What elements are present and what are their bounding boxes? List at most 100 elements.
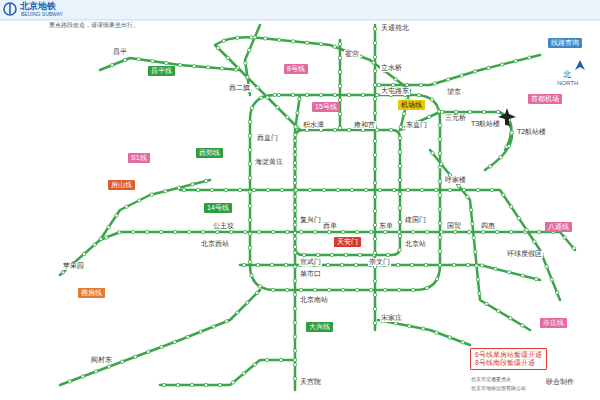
station-dot bbox=[206, 66, 209, 69]
station-dot bbox=[473, 70, 476, 73]
station-dot bbox=[509, 205, 512, 208]
station-name: 西二旗 bbox=[228, 84, 251, 92]
station-dot bbox=[476, 278, 479, 281]
station-dot bbox=[490, 188, 493, 191]
station-dot bbox=[305, 41, 308, 44]
station-dot bbox=[375, 93, 378, 96]
station-dot bbox=[496, 110, 499, 113]
line-10 bbox=[250, 95, 440, 290]
line-badge: 大兴线 bbox=[306, 322, 333, 332]
station-dot bbox=[293, 349, 296, 352]
station-dot bbox=[398, 230, 401, 233]
station-dot bbox=[411, 288, 414, 291]
station-dot bbox=[188, 230, 191, 233]
station-dot bbox=[234, 68, 237, 71]
line-6 bbox=[180, 190, 560, 300]
station-dot bbox=[319, 42, 322, 45]
station-name: 苹果园 bbox=[62, 262, 85, 270]
station-dot bbox=[373, 167, 376, 170]
station-dot bbox=[279, 358, 282, 361]
station-dot bbox=[271, 288, 274, 291]
station-dot bbox=[266, 96, 269, 99]
station-dot bbox=[123, 58, 126, 61]
station-dot bbox=[333, 93, 336, 96]
station-name: 阎村东 bbox=[90, 356, 113, 364]
station-dot bbox=[293, 181, 296, 184]
station-dot bbox=[487, 66, 490, 69]
station-dot bbox=[134, 355, 137, 358]
line-badge: 房山线 bbox=[108, 180, 135, 190]
station-dot bbox=[253, 36, 256, 39]
station-dot bbox=[373, 139, 376, 142]
station-dot bbox=[250, 36, 253, 39]
station-dot bbox=[248, 218, 251, 221]
station-dot bbox=[222, 39, 225, 42]
station-dot bbox=[420, 188, 423, 191]
line-badge: 亦庄线 bbox=[540, 318, 567, 328]
station-dot bbox=[373, 293, 376, 296]
station-dot bbox=[408, 324, 411, 327]
station-dot bbox=[440, 162, 443, 165]
notice-box: 6号线草房站暂缓开通8号线南段暂缓开通 bbox=[470, 348, 547, 370]
station-dot bbox=[280, 188, 283, 191]
station-dot bbox=[426, 230, 429, 233]
station-dot bbox=[293, 195, 296, 198]
station-dot bbox=[298, 97, 301, 100]
station-dot bbox=[373, 55, 376, 58]
station-dot bbox=[107, 225, 110, 228]
station-dot bbox=[93, 243, 96, 246]
station-dot bbox=[132, 230, 135, 233]
station-dot bbox=[421, 327, 424, 330]
station-dot bbox=[264, 37, 267, 40]
station-dot bbox=[340, 263, 343, 266]
badge-text: 8号线南段暂缓开通 bbox=[475, 359, 542, 367]
station-dot bbox=[338, 56, 341, 59]
station-dot bbox=[210, 188, 213, 191]
station-dot bbox=[406, 188, 409, 191]
station-name: 北京站 bbox=[404, 240, 427, 248]
station-dot bbox=[478, 292, 481, 295]
station-dot bbox=[373, 209, 376, 212]
station-dot bbox=[466, 263, 469, 266]
station-dot bbox=[438, 208, 441, 211]
station-dot bbox=[293, 245, 296, 248]
station-dot bbox=[398, 164, 401, 167]
station-dot bbox=[438, 152, 441, 155]
station-dot bbox=[258, 230, 261, 233]
station-dot bbox=[473, 250, 476, 253]
station-dot bbox=[248, 148, 251, 151]
station-dot bbox=[160, 345, 163, 348]
station-dot bbox=[107, 365, 110, 368]
station-dot bbox=[494, 267, 497, 270]
station-dot bbox=[248, 204, 251, 207]
station-dot bbox=[412, 230, 415, 233]
station-dot bbox=[293, 147, 296, 150]
station-dot bbox=[358, 253, 361, 256]
station-dot bbox=[252, 188, 255, 191]
station-dot bbox=[373, 41, 376, 44]
station-name: 宣武门 bbox=[299, 258, 322, 266]
station-dot bbox=[361, 93, 364, 96]
badge-text: S1线 bbox=[131, 154, 147, 162]
station-dot bbox=[294, 188, 297, 191]
station-dot bbox=[496, 230, 499, 233]
line-badge: 8号线 bbox=[284, 64, 308, 74]
station-dot bbox=[302, 253, 305, 256]
station-dot bbox=[499, 156, 502, 159]
map-note: BEIJING SUBWAY bbox=[20, 11, 64, 17]
station-dot bbox=[471, 222, 474, 225]
station-dot bbox=[61, 271, 64, 274]
station-dot bbox=[389, 128, 392, 131]
station-dot bbox=[528, 56, 531, 59]
station-dot bbox=[438, 124, 441, 127]
station-dot bbox=[555, 291, 558, 294]
line-5 bbox=[374, 25, 377, 330]
station-dot bbox=[480, 264, 483, 267]
station-dot bbox=[294, 125, 297, 128]
station-dot bbox=[488, 165, 491, 168]
station-dot bbox=[199, 330, 202, 333]
line-8 bbox=[339, 40, 342, 130]
station-dot bbox=[316, 253, 319, 256]
